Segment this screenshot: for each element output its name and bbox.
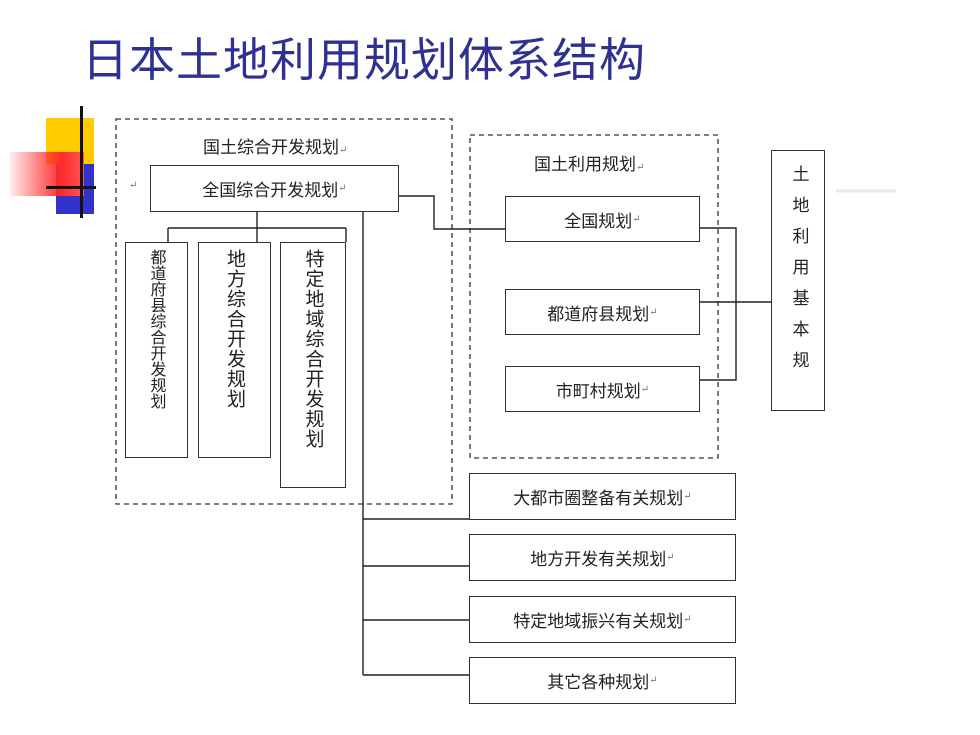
regional-development-plan-box: 地方开发有关规划↵	[469, 534, 736, 581]
basic-land-use-plan-box: 土地利用基本规	[771, 150, 825, 411]
municipal-land-use-plan-box: 市町村规划↵	[505, 366, 700, 412]
prefectural-comprehensive-plan-box: 都道府县综合开发规划	[125, 242, 188, 458]
metropolitan-plan-box: 大都市圈整备有关规划↵	[469, 473, 736, 520]
regional-comprehensive-plan-box: 地方综合开发规划	[198, 242, 271, 458]
prefectural-land-use-plan-box: 都道府县规划↵	[505, 289, 700, 335]
other-plans-box: 其它各种规划↵	[469, 657, 736, 704]
land-use-group-label: 国土利用规划↵	[534, 155, 645, 175]
prefectural-comprehensive-plan-label: 都道府县综合开发规划	[147, 249, 167, 409]
connector-national-to-landuse	[399, 195, 506, 230]
basic-land-use-plan-label: 土地利用基本规	[788, 165, 809, 382]
connector-landuse-bracket	[700, 227, 737, 381]
special-area-comprehensive-plan-label: 特定地域综合开发规划	[302, 249, 325, 449]
regional-comprehensive-plan-label: 地方综合开发规划	[224, 249, 246, 409]
decor-vertical-line	[80, 106, 83, 218]
special-area-comprehensive-plan-box: 特定地域综合开发规划	[280, 242, 346, 488]
national-comprehensive-plan-box: 全国综合开发规划↵	[150, 165, 399, 212]
page-title: 日本土地利用规划体系结构	[82, 33, 646, 87]
comprehensive-group-label: 国土综合开发规划↵	[203, 138, 348, 158]
special-area-promotion-plan-box: 特定地域振兴有关规划↵	[469, 596, 736, 643]
decor-horizontal-line	[46, 186, 96, 189]
paragraph-mark: ↵	[129, 180, 138, 191]
national-land-use-plan-box: 全国规划↵	[505, 196, 700, 242]
land-use-group-border	[469, 134, 719, 459]
